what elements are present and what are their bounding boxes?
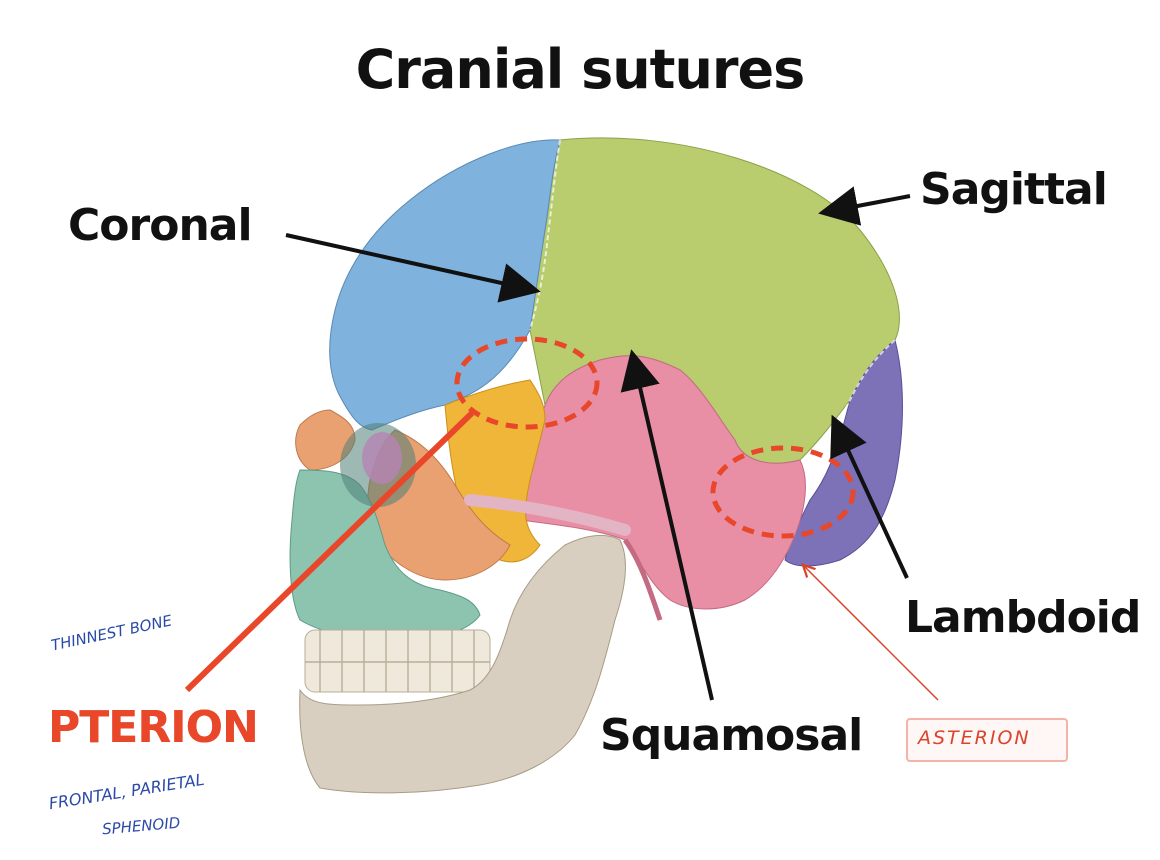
lambdoid-label: Lambdoid	[905, 592, 1141, 643]
lambdoid-suture-line	[804, 339, 896, 463]
asterion-oval	[710, 445, 856, 539]
pterion-oval	[454, 336, 600, 430]
squamosal-arrow	[620, 349, 714, 701]
pterion-pointer	[184, 410, 475, 693]
asterion-arrow	[804, 566, 939, 701]
coronal-label: Coronal	[68, 200, 253, 251]
squamosal-label: Squamosal	[600, 710, 863, 761]
sagittal-label: Sagittal	[920, 164, 1108, 215]
orbit-inner	[362, 432, 402, 484]
pterion-label: PTERION	[48, 702, 259, 753]
asterion-highlight-box	[906, 718, 1068, 762]
styloid-process	[622, 538, 663, 621]
sagittal-arrow	[818, 186, 911, 226]
asterion-label: ASTERION	[918, 727, 1031, 749]
zygomatic-arch	[464, 494, 631, 536]
teeth	[304, 629, 491, 693]
page-title: Cranial sutures	[355, 38, 806, 101]
mandible	[299, 534, 626, 794]
coronal-arrow	[285, 233, 541, 303]
lambdoid-arrow	[830, 414, 909, 579]
